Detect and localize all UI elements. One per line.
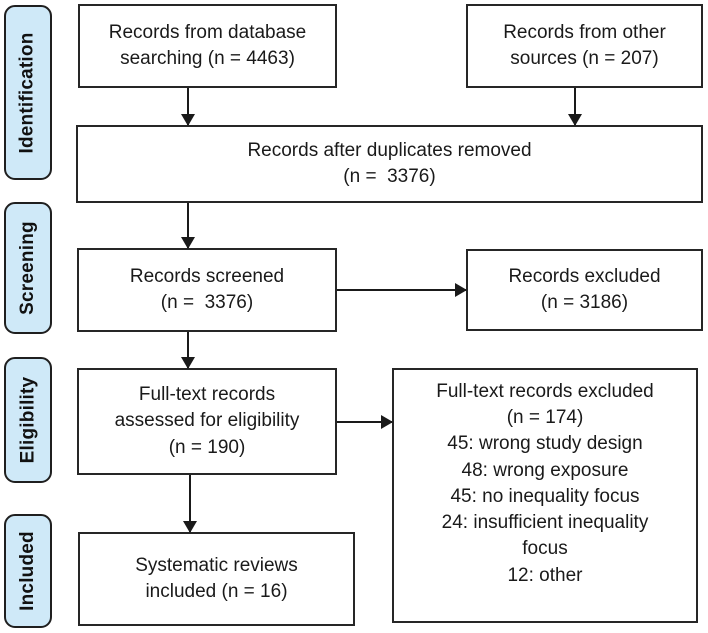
box-records-database-searching: Records from database searching (n = 446… [78,4,337,88]
arrow-duplicates-to-screened [181,203,195,249]
stage-identification-label: Identification [17,31,38,154]
box-fulltext-excluded: Full-text records excluded (n = 174) 45:… [392,368,698,623]
box-records-screened: Records screened (n = 3376) [77,248,337,332]
arrow-othersources-to-duplicates [568,88,582,126]
arrow-screened-to-excluded [337,283,467,297]
stage-eligibility-label: Eligibility [17,376,38,464]
arrow-database-to-duplicates [181,88,195,126]
stage-screening-label: Screening [17,221,39,315]
stage-included: Included [4,514,52,628]
arrow-screened-to-fulltext [181,332,195,369]
box-records-excluded: Records excluded (n = 3186) [466,249,703,331]
arrow-fulltext-to-included [183,475,197,533]
box-reviews-included: Systematic reviews included (n = 16) [78,532,355,626]
stage-identification: Identification [4,5,52,180]
box-records-after-duplicates: Records after duplicates removed (n = 33… [76,125,703,203]
stage-eligibility: Eligibility [4,357,52,483]
box-records-other-sources: Records from other sources (n = 207) [466,4,703,88]
box-fulltext-assessed: Full-text records assessed for eligibili… [77,368,337,475]
stage-screening: Screening [4,202,52,334]
stage-included-label: Included [17,531,38,611]
arrow-fulltext-to-fulltextexcluded [337,415,393,429]
